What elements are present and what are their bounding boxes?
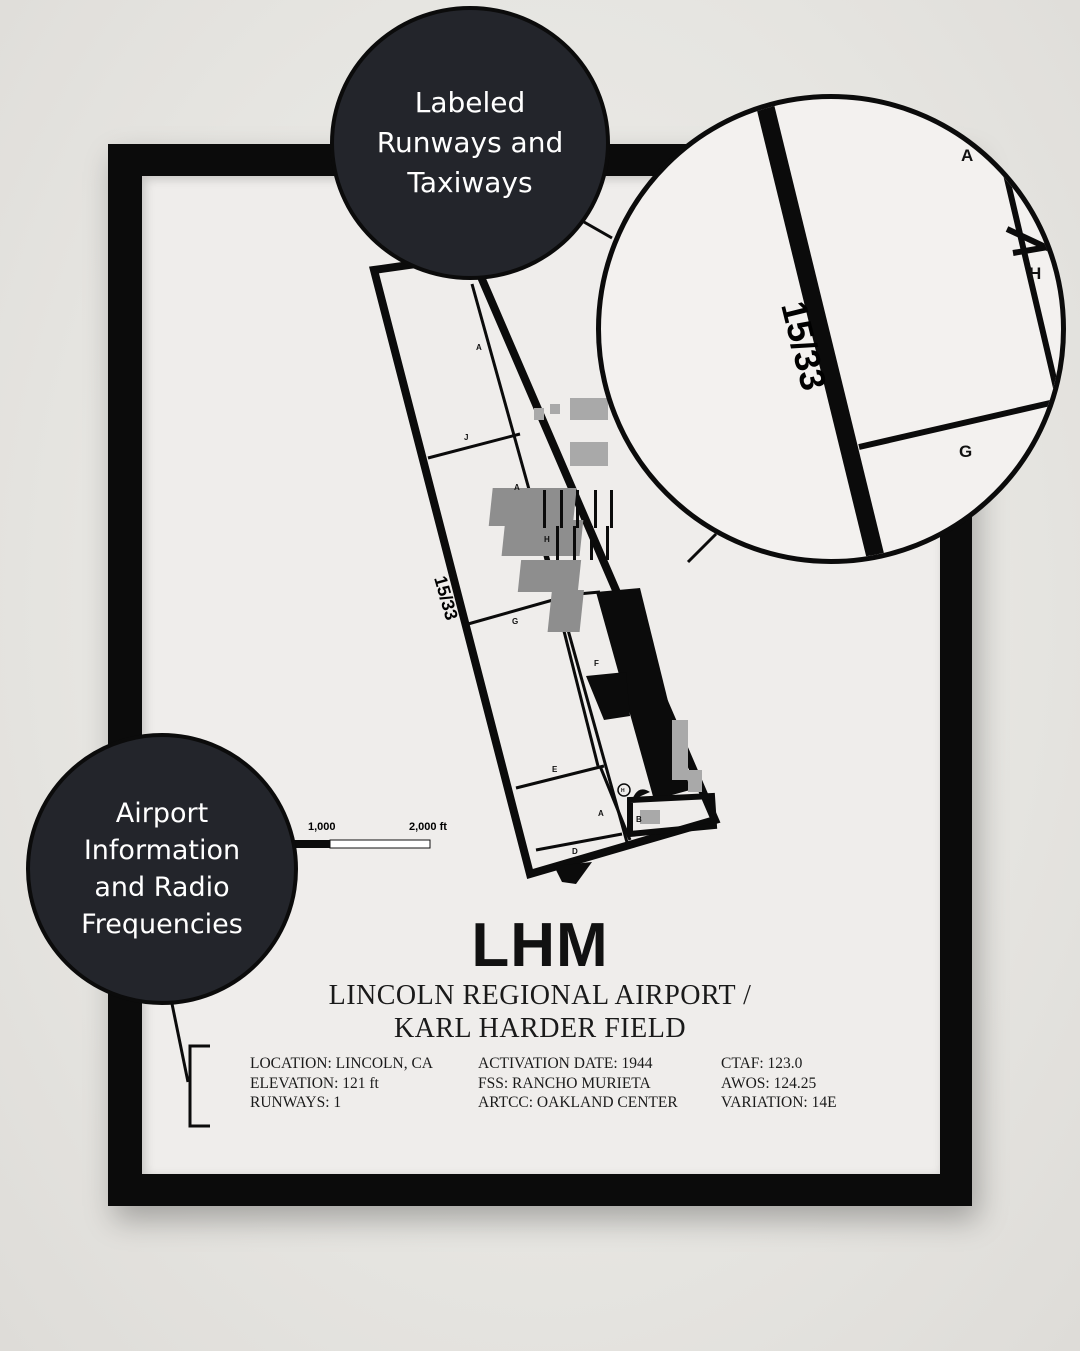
info-column-1: LOCATION: LINCOLN, CA ELEVATION: 121 ft …	[250, 1054, 433, 1113]
callout-line: Labeled	[414, 86, 526, 119]
taxiway-label: B	[636, 815, 642, 824]
zoom-runway	[754, 99, 886, 559]
apron	[596, 588, 690, 800]
callout-line: Runways and	[376, 126, 564, 159]
scale-bar: 1,000 2,000 ft	[286, 821, 447, 849]
taxiway-g	[467, 596, 561, 626]
info-elevation: ELEVATION: 121 ft	[250, 1074, 379, 1092]
callout-info-bubble: Airport Information and Radio Frequencie…	[26, 733, 298, 1005]
info-awos: AWOS: 124.25	[721, 1074, 817, 1092]
runway-end-blast-pad	[554, 862, 592, 884]
callout-line: Information	[83, 835, 241, 866]
taxiway-j	[427, 432, 521, 460]
taxiway-label: F	[594, 659, 599, 668]
taxiway-label: G	[512, 617, 518, 626]
airport-name-line2: KARL HARDER FIELD	[393, 1013, 687, 1044]
taxiway-label: E	[552, 765, 558, 774]
scale-mid-label: 1,000	[308, 821, 336, 833]
callout-connector	[686, 532, 718, 564]
info-ctaf: CTAF: 123.0	[721, 1055, 803, 1072]
taxiway-d	[535, 832, 623, 852]
info-artcc: ARTCC: OAKLAND CENTER	[478, 1094, 678, 1111]
taxiway-label: H	[544, 535, 550, 544]
info-bracket	[188, 1044, 210, 1128]
zoom-taxiway-label: H	[1029, 264, 1041, 283]
airport-code: LHM	[471, 911, 609, 980]
callout-connector	[168, 993, 190, 1083]
info-location: LOCATION: LINCOLN, CA	[250, 1055, 433, 1072]
info-column-2: ACTIVATION DATE: 1944 FSS: RANCHO MURIET…	[478, 1054, 678, 1113]
apron-west	[586, 672, 630, 720]
zoom-taxiway-label: A	[961, 146, 973, 165]
taxiway-a-south	[598, 765, 632, 841]
callout-line: Frequencies	[81, 909, 243, 940]
taxiway-e	[515, 764, 605, 790]
info-variation: VARIATION: 14E	[721, 1094, 837, 1111]
helipad-marker	[632, 789, 650, 800]
hangar-dividers	[543, 490, 613, 560]
helipad-label: H	[621, 788, 625, 794]
callout-line: Airport	[115, 798, 209, 829]
info-fss: FSS: RANCHO MURIETA	[478, 1074, 651, 1092]
helipad-icon	[617, 783, 631, 797]
zoom-runway-label: 15/33	[773, 297, 835, 394]
taxiway-label: D	[572, 847, 578, 856]
apron-south	[627, 792, 718, 838]
taxiway-label: J	[464, 433, 468, 442]
callout-line: and Radio	[94, 872, 230, 903]
airport-name-line1: LINCOLN REGIONAL AIRPORT /	[328, 980, 752, 1011]
taxiway-label: A	[476, 343, 482, 352]
zoom-diagram: 15/33 A H G	[754, 99, 1061, 559]
buildings	[534, 398, 702, 824]
zoom-detail-circle: 15/33 A H G	[596, 94, 1066, 564]
callout-connector	[583, 220, 613, 240]
zoom-taxiway-g	[858, 398, 1060, 450]
taxiway-label: A	[598, 809, 604, 818]
hangars	[488, 488, 584, 632]
info-column-3: CTAF: 123.0 AWOS: 124.25 VARIATION: 14E	[721, 1054, 837, 1113]
info-activation-date: ACTIVATION DATE: 1944	[478, 1055, 653, 1072]
zoom-taxiway-label: G	[959, 442, 972, 461]
scale-end-label: 2,000 ft	[409, 821, 447, 833]
info-runways: RUNWAYS: 1	[250, 1094, 342, 1111]
taxiway-label: A	[514, 483, 520, 492]
callout-runways-bubble: Labeled Runways and Taxiways	[330, 6, 610, 280]
callout-line: Taxiways	[407, 166, 533, 199]
